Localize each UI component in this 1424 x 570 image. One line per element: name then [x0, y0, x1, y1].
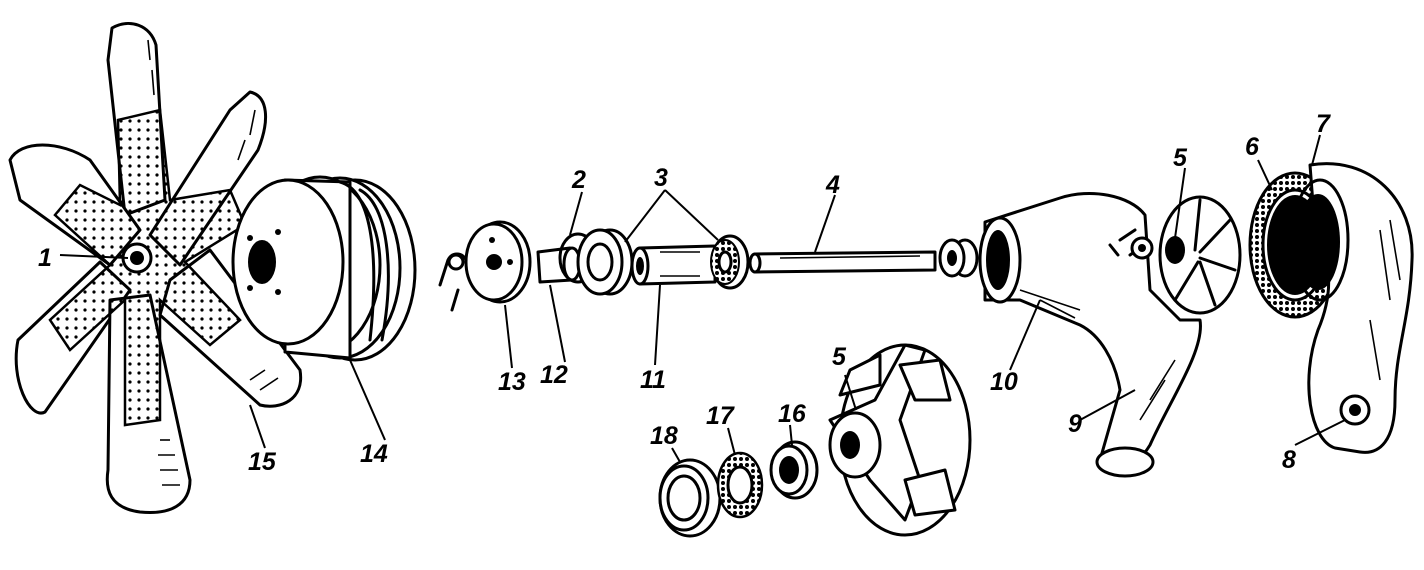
label-14: 14	[360, 440, 388, 468]
label-8: 8	[1282, 446, 1296, 474]
fan	[8, 22, 303, 515]
label-7: 7	[1316, 110, 1331, 138]
shaft	[748, 250, 937, 274]
label-1: 1	[38, 244, 52, 272]
label-18: 18	[650, 422, 678, 450]
bearing-right	[710, 234, 750, 290]
key-and-nut	[438, 252, 468, 312]
housing-body	[983, 191, 1202, 473]
fan-hub-bore	[130, 251, 144, 265]
housing-nut	[938, 238, 979, 278]
outlet-pipe-end	[1095, 446, 1155, 478]
impeller-lower	[828, 343, 972, 537]
bearing-left	[576, 228, 634, 296]
label-12: 12	[540, 361, 568, 389]
label-3: 3	[654, 164, 668, 192]
pump-cover	[1290, 162, 1414, 454]
label-11: 11	[640, 366, 666, 394]
label-4: 4	[825, 171, 840, 199]
pump-housing	[978, 191, 1202, 478]
seal-ring-18	[658, 458, 722, 538]
label-17: 17	[706, 402, 735, 430]
label-6: 6	[1245, 133, 1260, 161]
label-10: 10	[990, 368, 1018, 396]
part-labels: 1 2 3 4 5 5 6 7 8 9 10 11 12 13 14 15 16…	[38, 110, 1331, 476]
pulley-face	[231, 178, 345, 346]
fan-shading	[147, 39, 279, 486]
spacer-tube	[630, 244, 717, 286]
label-13: 13	[498, 368, 526, 396]
pulley	[231, 175, 417, 362]
label-9: 9	[1068, 410, 1082, 438]
label-15: 15	[248, 448, 277, 476]
hub-13	[464, 220, 532, 304]
pulley-bore	[248, 240, 276, 284]
impeller-upper	[1158, 195, 1242, 315]
label-5-upper: 5	[1173, 144, 1188, 172]
label-5-lower: 5	[832, 343, 847, 371]
leader-lines	[59, 134, 1346, 463]
washer-17	[716, 451, 764, 519]
label-16: 16	[778, 400, 807, 428]
label-2: 2	[571, 166, 586, 194]
seal-16	[769, 440, 819, 500]
